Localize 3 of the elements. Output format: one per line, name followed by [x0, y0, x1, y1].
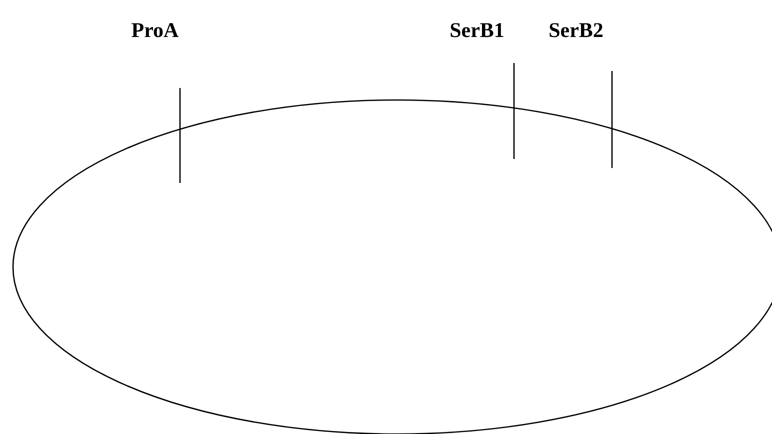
gene-label: ProA [131, 18, 179, 43]
gene-label: SerB2 [548, 18, 604, 43]
gene-label: SerB1 [450, 18, 504, 43]
